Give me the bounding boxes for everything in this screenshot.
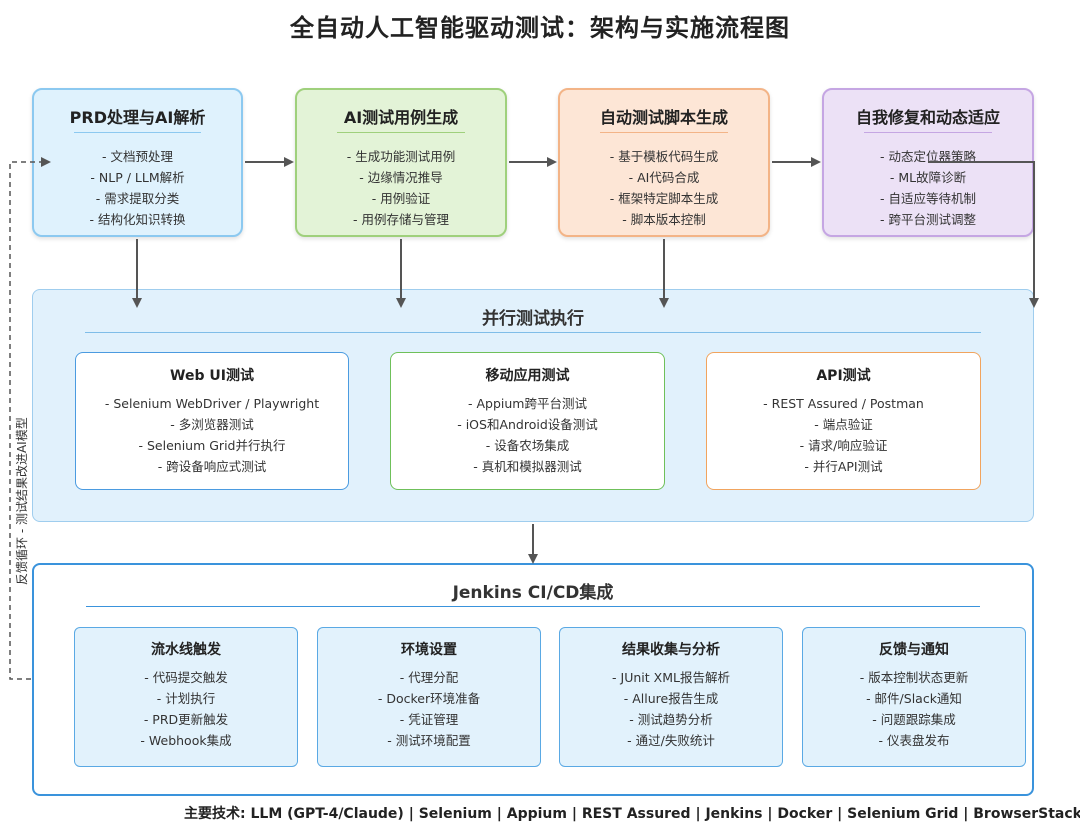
card-item: - REST Assured / Postman [763, 396, 924, 411]
jenkins-cicd-panel: Jenkins CI/CD集成 流水线触发 - 代码提交触发 - 计划执行 - … [32, 563, 1034, 796]
card-item: - 真机和模拟器测试 [473, 459, 582, 474]
card-item: - 邮件/Slack通知 [866, 691, 962, 706]
card-item: - 端点验证 [814, 417, 873, 432]
card-item: - 测试趋势分析 [629, 712, 713, 727]
card-item: - 设备农场集成 [485, 438, 570, 453]
diagram-title: 全自动人工智能驱动测试：架构与实施流程图 [290, 14, 790, 42]
stage-title: PRD处理与AI解析 [69, 108, 206, 127]
stage-item: - 自适应等待机制 [880, 191, 976, 206]
stage-item: - 动态定位器策略 [880, 149, 976, 164]
card-item: - 测试环境配置 [387, 733, 471, 748]
mobile-app-test-card: 移动应用测试 - Appium跨平台测试 - iOS和Android设备测试 -… [390, 352, 665, 490]
feedback-notification-card: 反馈与通知 - 版本控制状态更新 - 邮件/Slack通知 - 问题跟踪集成 -… [802, 627, 1026, 767]
stage-item: - 需求提取分类 [95, 191, 180, 206]
card-item: - Selenium WebDriver / Playwright [104, 396, 320, 411]
card-item: - 多浏览器测试 [170, 417, 254, 432]
stage-item: - 框架特定脚本生成 [609, 191, 719, 206]
stage-script-generation: 自动测试脚本生成 - 基于模板代码生成 - AI代码合成 - 框架特定脚本生成 … [558, 88, 770, 237]
card-item: - 通过/失败统计 [627, 733, 715, 748]
stage-prd-ai-parsing: PRD处理与AI解析 - 文档预处理 - NLP / LLM解析 - 需求提取分… [32, 88, 243, 237]
card-item: - 代理分配 [399, 670, 459, 685]
stage-item: - 生成功能测试用例 [346, 149, 456, 164]
card-item: - Appium跨平台测试 [468, 396, 587, 411]
card-item: - 并行API测试 [804, 459, 883, 474]
pipeline-trigger-card: 流水线触发 - 代码提交触发 - 计划执行 - PRD更新触发 - Webhoo… [74, 627, 298, 767]
card-item: - JUnit XML报告解析 [612, 670, 730, 685]
card-title: 移动应用测试 [485, 368, 570, 384]
stage-item: - AI代码合成 [628, 170, 700, 185]
arrow-stage4-down [928, 161, 1039, 308]
card-title: 环境设置 [401, 642, 457, 658]
stage-divider [600, 132, 728, 133]
parallel-execution-panel: 并行测试执行 Web UI测试 - Selenium WebDriver / P… [32, 289, 1034, 522]
stage-item: - 结构化知识转换 [89, 212, 186, 227]
panel-title: Jenkins CI/CD集成 [452, 583, 614, 603]
stage-ai-test-case-generation: AI测试用例生成 - 生成功能测试用例 - 边缘情况推导 - 用例验证 - 用例… [295, 88, 507, 237]
stage-divider [74, 132, 201, 133]
stage-item: - 边缘情况推导 [359, 170, 443, 185]
card-item: - Webhook集成 [140, 733, 232, 748]
card-item: - 凭证管理 [399, 712, 459, 727]
panel-title: 并行测试执行 [482, 309, 584, 329]
card-item: - 仪表盘发布 [878, 733, 950, 748]
panel-divider [86, 606, 980, 607]
environment-setup-card: 环境设置 - 代理分配 - Docker环境准备 - 凭证管理 - 测试环境配置 [317, 627, 541, 767]
stage-divider [864, 132, 992, 133]
stage-item: - ML故障诊断 [889, 170, 967, 185]
stage-divider [337, 132, 465, 133]
card-title: 反馈与通知 [879, 642, 949, 658]
card-item: - 问题跟踪集成 [872, 712, 956, 727]
result-analysis-card: 结果收集与分析 - JUnit XML报告解析 - Allure报告生成 - 测… [559, 627, 783, 767]
feedback-loop-arrow [9, 157, 51, 680]
stage-item: - 脚本版本控制 [622, 212, 706, 227]
stage-item: - 跨平台测试调整 [880, 212, 976, 227]
feedback-loop-label: 反馈循环 - 测试结果改进AI模型 [15, 417, 29, 585]
card-title: 流水线触发 [151, 642, 221, 658]
stage-item: - 基于模板代码生成 [609, 149, 719, 164]
card-item: - Docker环境准备 [377, 691, 481, 706]
card-item: - Allure报告生成 [623, 691, 719, 706]
key-technologies-footer: 主要技术: LLM (GPT-4/Claude) | Selenium | Ap… [184, 806, 1080, 822]
card-item: - 代码提交触发 [144, 670, 228, 685]
card-item: - iOS和Android设备测试 [457, 417, 598, 432]
card-item: - Selenium Grid并行执行 [138, 438, 286, 453]
card-title: Web UI测试 [170, 368, 254, 384]
card-title: 结果收集与分析 [622, 642, 720, 658]
card-item: - 跨设备响应式测试 [157, 459, 267, 474]
card-item: - PRD更新触发 [143, 712, 229, 727]
card-item: - 计划执行 [156, 691, 216, 706]
stage-title: AI测试用例生成 [343, 108, 459, 127]
card-title: API测试 [816, 368, 871, 384]
card-item: - 请求/响应验证 [799, 438, 888, 453]
stage-title: 自动测试脚本生成 [599, 108, 728, 127]
stage-item: - NLP / LLM解析 [90, 170, 185, 185]
stage-item: - 文档预处理 [102, 149, 173, 164]
web-ui-test-card: Web UI测试 - Selenium WebDriver / Playwrig… [75, 352, 349, 490]
stage-title: 自我修复和动态适应 [855, 108, 1000, 127]
card-item: - 版本控制状态更新 [859, 670, 969, 685]
stage-item: - 用例存储与管理 [353, 212, 449, 227]
stage-item: - 用例验证 [371, 191, 431, 206]
api-test-card: API测试 - REST Assured / Postman - 端点验证 - … [706, 352, 981, 490]
panel-divider [85, 332, 981, 333]
